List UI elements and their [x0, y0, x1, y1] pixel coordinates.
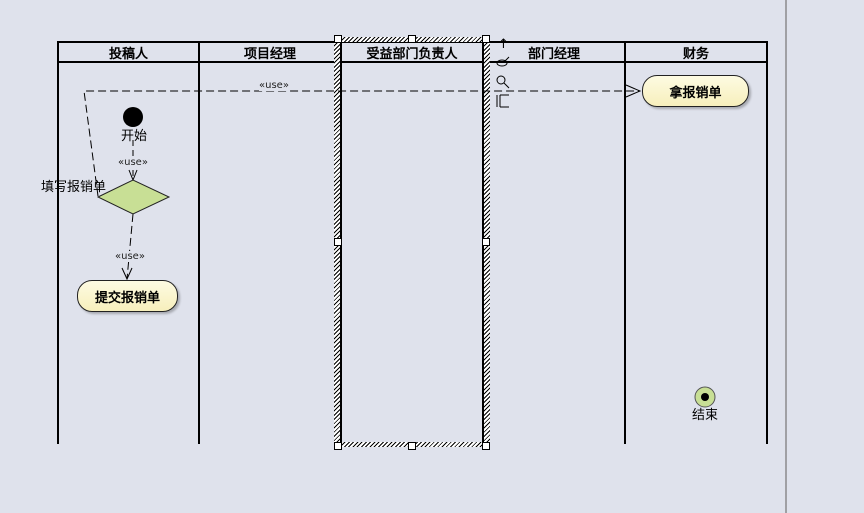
lane-header-submitter[interactable]: 投稿人 [108, 46, 148, 62]
arrow-icon[interactable]: ↑ [498, 37, 509, 52]
lane-header-dept-manager[interactable]: 部门经理 [527, 46, 580, 62]
take-expense-action[interactable]: 拿报销单 [642, 75, 749, 107]
edge-stereotype: «use» [118, 157, 148, 168]
lane-border [766, 41, 768, 444]
resize-handle-w[interactable] [334, 238, 342, 246]
decision-node[interactable] [98, 180, 169, 214]
start-label: 开始 [121, 129, 148, 144]
resize-handle-ne[interactable] [482, 35, 490, 43]
lane-header-finance[interactable]: 财务 [682, 46, 709, 62]
resize-handle-n[interactable] [408, 35, 416, 43]
edge-stereotype: «use» [115, 251, 145, 262]
decision-label: 填写报销单 [41, 180, 107, 195]
color-picker-icon[interactable] [496, 56, 510, 71]
lane-border [57, 41, 59, 444]
resize-handle-sw[interactable] [334, 442, 342, 450]
resize-handle-nw[interactable] [334, 35, 342, 43]
lane-header-beneficiary-dept-head[interactable]: 受益部门负责人 [366, 46, 458, 62]
resize-handle-se[interactable] [482, 442, 490, 450]
lane-header-project-manager[interactable]: 项目经理 [243, 46, 296, 62]
end-label: 结束 [692, 408, 719, 423]
lane-border [624, 41, 626, 444]
panel-divider[interactable] [785, 0, 787, 513]
resize-handle-s[interactable] [408, 442, 416, 450]
lane-icon[interactable] [496, 94, 510, 111]
resize-handle-e[interactable] [482, 238, 490, 246]
edge-stereotype: «use» [259, 80, 289, 91]
lane-border [198, 41, 200, 444]
lane-header-divider [57, 61, 768, 63]
zoom-icon[interactable] [496, 75, 510, 92]
start-node[interactable] [123, 107, 143, 127]
submit-expense-action[interactable]: 提交报销单 [77, 280, 178, 312]
